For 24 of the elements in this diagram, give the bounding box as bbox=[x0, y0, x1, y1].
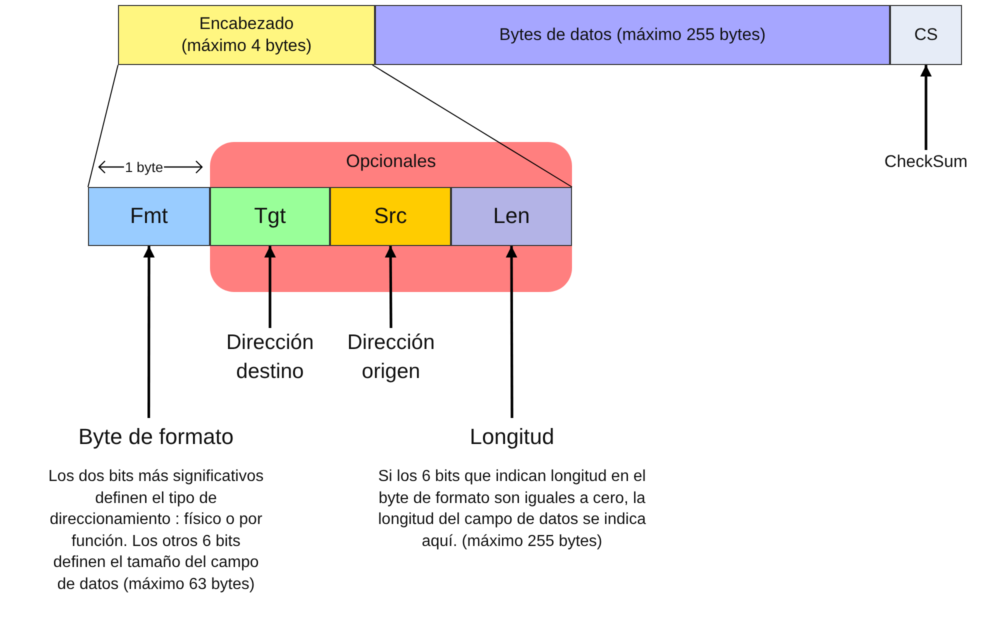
callout-text: Dirección origen bbox=[333, 328, 449, 398]
dimension-label: 1 byte bbox=[124, 159, 164, 175]
field-box: CS bbox=[890, 5, 962, 65]
description-text: Los dos bits más significativos definen el tipo de direccionamiento : físico o por función. Los otros 6 bits definen el tamaño del campo de datos (máximo 63 bytes) bbox=[47, 467, 265, 594]
arrow bbox=[920, 65, 932, 150]
field-box: Encabezado (máximo 4 bytes) bbox=[118, 5, 375, 65]
optional-group-panel bbox=[210, 142, 572, 292]
arrow bbox=[143, 246, 155, 418]
field-box: Bytes de datos (máximo 255 bytes) bbox=[375, 5, 890, 65]
callout-text: CheckSum bbox=[866, 150, 986, 178]
field-box: Src bbox=[330, 187, 451, 246]
callout-heading: Longitud bbox=[470, 424, 554, 450]
callout-text: Dirección destino bbox=[212, 328, 328, 398]
arrow bbox=[506, 246, 518, 418]
description-text: Si los 6 bits que indican longitud en el byte de formato son iguales a cero, la longitud del campo de datos se indica aquí. (máximo 255 bytes) bbox=[377, 467, 647, 552]
field-box: Tgt bbox=[210, 187, 330, 246]
expansion-line bbox=[372, 64, 572, 188]
arrow bbox=[264, 246, 276, 328]
expansion-line bbox=[88, 64, 118, 188]
group-label: Opcionales bbox=[346, 150, 436, 172]
field-box: Len bbox=[451, 187, 572, 246]
field-box: Fmt bbox=[88, 187, 210, 246]
arrow bbox=[384, 246, 396, 328]
callout-heading: Byte de formato bbox=[78, 424, 234, 450]
